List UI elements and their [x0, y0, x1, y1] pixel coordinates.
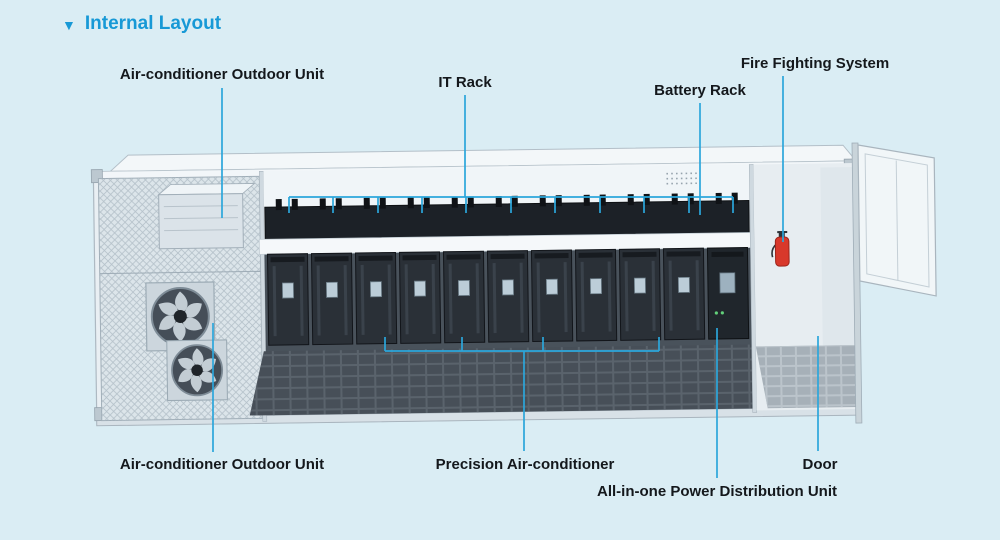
ac-outdoor-unit-top	[157, 183, 256, 250]
entry-compartment	[753, 163, 858, 411]
label-pdu: All-in-one Power Distribution Unit	[597, 483, 837, 500]
leader-precision-ac	[384, 337, 660, 451]
section-title-text: Internal Layout	[84, 13, 222, 34]
power-distribution-unit	[706, 192, 750, 340]
door-panel	[851, 142, 937, 424]
label-door: Door	[802, 456, 838, 473]
label-battery-rack: Battery Rack	[654, 82, 746, 99]
leader-it-rack	[288, 95, 734, 213]
label-ac-outdoor-top: Air-conditioner Outdoor Unit	[119, 66, 325, 83]
entry-floor-grid	[755, 345, 858, 409]
label-it-rack: IT Rack	[438, 74, 492, 91]
ac-outdoor-compartment	[97, 170, 268, 422]
label-fire-fighting: Fire Fighting System	[740, 55, 890, 72]
raised-floor-grid	[249, 344, 768, 416]
section-title: ▼ Internal Layout	[62, 13, 221, 35]
vent-grille	[666, 172, 701, 185]
label-precision-ac: Precision Air-conditioner	[435, 456, 615, 473]
cooling-fan-icon	[165, 339, 229, 402]
label-ac-outdoor-bottom: Air-conditioner Outdoor Unit	[119, 456, 325, 473]
triangle-marker-icon: ▼	[62, 16, 76, 33]
container-body	[90, 142, 937, 427]
leader-lines	[212, 76, 819, 478]
equipment-room	[249, 164, 768, 416]
